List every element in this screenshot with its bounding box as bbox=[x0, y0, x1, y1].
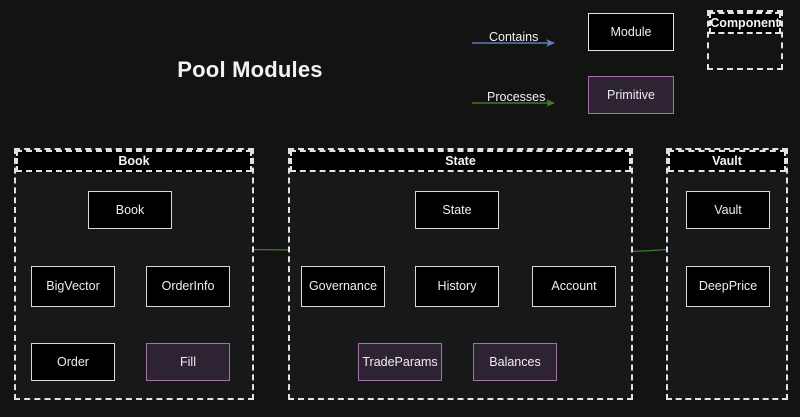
node-deepprice-label: DeepPrice bbox=[698, 279, 758, 294]
node-tradeparams[interactable]: TradeParams bbox=[358, 343, 442, 381]
node-fill-label: Fill bbox=[180, 354, 196, 369]
node-book-label: Book bbox=[115, 202, 145, 217]
node-vault[interactable]: Vault bbox=[686, 191, 770, 229]
legend-component-label: Component bbox=[710, 15, 780, 30]
legend-component-header: Component bbox=[709, 12, 781, 34]
node-account-label: Account bbox=[551, 279, 597, 294]
container-vault-header: Vault bbox=[668, 150, 786, 172]
node-bigvector-label: BigVector bbox=[46, 279, 100, 294]
node-governance[interactable]: Governance bbox=[301, 266, 385, 307]
node-orderinfo[interactable]: OrderInfo bbox=[146, 266, 230, 307]
legend-processes-label: Processes bbox=[487, 90, 546, 104]
container-state-header: State bbox=[290, 150, 631, 172]
container-vault-label: Vault bbox=[712, 153, 742, 168]
node-order[interactable]: Order bbox=[31, 343, 115, 381]
container-book-label: Book bbox=[118, 153, 150, 168]
legend-module-box: Module bbox=[588, 13, 674, 51]
node-balances-label: Balances bbox=[489, 354, 541, 369]
legend-processes-arrow bbox=[472, 99, 555, 107]
node-tradeparams-label: TradeParams bbox=[362, 354, 438, 369]
page-title: Pool Modules bbox=[177, 57, 323, 82]
node-state[interactable]: State bbox=[415, 191, 499, 229]
node-balances[interactable]: Balances bbox=[473, 343, 557, 381]
node-state-label: State bbox=[442, 202, 472, 217]
legend-primitive-label: Primitive bbox=[607, 87, 655, 102]
legend-contains-label: Contains bbox=[489, 30, 539, 44]
node-orderinfo-label: OrderInfo bbox=[161, 279, 215, 294]
node-book[interactable]: Book bbox=[88, 191, 172, 229]
legend-primitive-box: Primitive bbox=[588, 76, 674, 114]
node-history-label: History bbox=[437, 279, 477, 294]
node-fill[interactable]: Fill bbox=[146, 343, 230, 381]
legend-module-label: Module bbox=[610, 24, 652, 39]
container-book-header: Book bbox=[16, 150, 252, 172]
legend-contains-arrow bbox=[472, 39, 555, 47]
container-state-label: State bbox=[445, 153, 476, 168]
node-governance-label: Governance bbox=[308, 279, 378, 294]
node-history[interactable]: History bbox=[415, 266, 499, 307]
node-deepprice[interactable]: DeepPrice bbox=[686, 266, 770, 307]
node-bigvector[interactable]: BigVector bbox=[31, 266, 115, 307]
node-order-label: Order bbox=[57, 354, 89, 369]
node-account[interactable]: Account bbox=[532, 266, 616, 307]
node-vault-label: Vault bbox=[714, 202, 742, 217]
